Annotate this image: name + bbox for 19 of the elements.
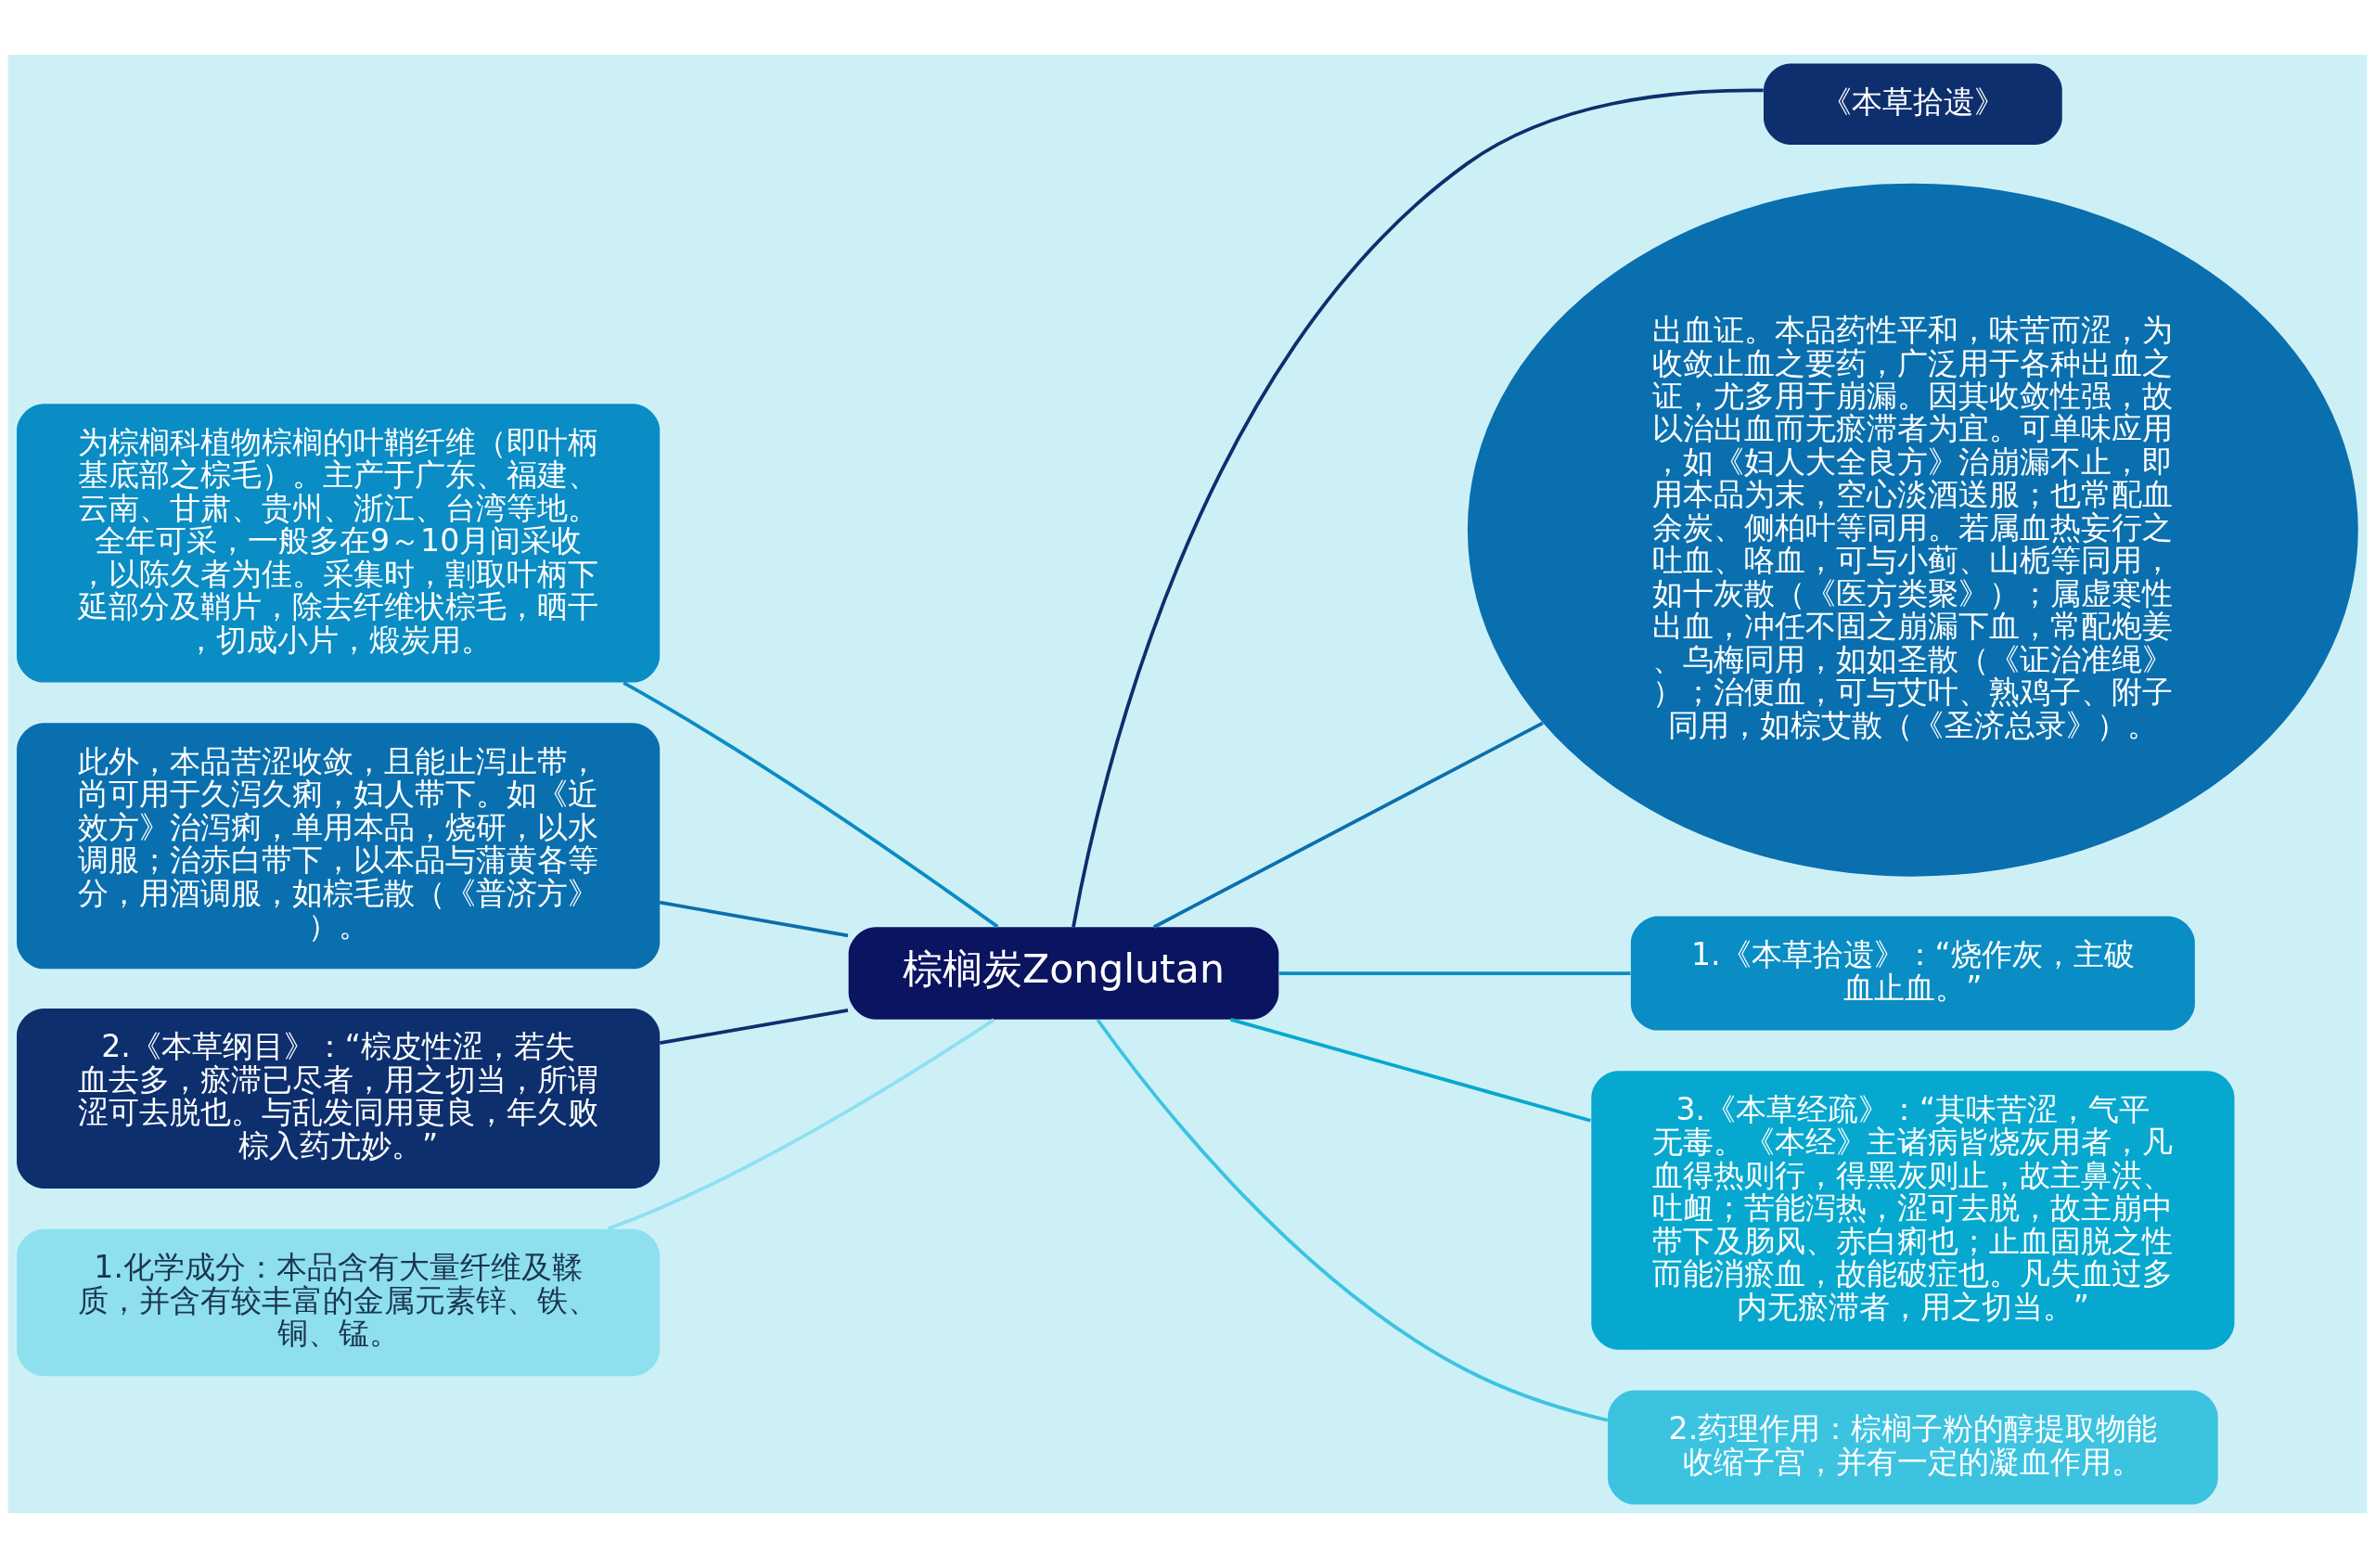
node-box: 3.《本草经疏》：“其味苦涩，气平无毒。《本经》主诸病皆烧灰用者，凡血得热则行，得黑灰则止，故主鼻洪、吐衄；苦能泻热，涩可去脱，故主崩中带下及肠风、赤白痢也；止血固脱之性而能消瘀血，故能破症也。凡失血过多内无瘀滞者，用之切当。” <box>1591 1071 2235 1350</box>
node-ellipse: 出血证。本品药性平和，味苦而涩，为收敛止血之要药，广泛用于各种出血之证，尤多用于崩漏。因其收敛性强，故以治出血而无瘀滞者为宜。可单味应用，如《妇人大全良方》治崩漏不止，即用本品为末，空心淡酒送服；也常配血余炭、侧柏叶等同用。若属血热妄行之吐血、咯血，可与小蓟、山栀等同用，如十灰散（《医方类聚》）；属虚寒性出血，冲任不固之崩漏下血，常配炮姜、乌梅同用，如如圣散（《证治准绳》）；治便血，可与艾叶、熟鸡子、附子同用，如棕艾散（《圣济总录》）。 <box>1467 183 2358 877</box>
connector <box>1072 88 1764 928</box>
connector <box>623 681 999 929</box>
connector <box>607 1018 995 1231</box>
node-box: 《本草拾遗》 <box>1764 63 2062 145</box>
node-box: 此外，本品苦涩收敛，且能止泻止带，尚可用于久泻久痢，妇人带下。如《近效方》治泻痢，单用本品，烧研，以水调服；治赤白带下，以本品与蒲黄各等分，用酒调服，如棕毛散（《普济方》）。 <box>17 723 661 970</box>
node-box: 1.《本草拾遗》：“烧作灰，主破血止血。” <box>1630 916 2195 1031</box>
node-box: 2.《本草纲目》：“棕皮性涩，若失血去多，瘀滞已尽者，用之切当，所谓涩可去脱也。与乱发同用更良，年久败棕入药尤妙。” <box>17 1008 661 1189</box>
node-box: 1.化学成分：本品含有大量纤维及鞣质，并含有较丰富的金属元素锌、铁、铜、锰。 <box>17 1228 661 1377</box>
connector <box>1278 971 1631 975</box>
node-box: 为棕榈科植物棕榈的叶鞘纤维（即叶柄基底部之棕毛）。主产于广东、福建、云南、甘肃、贵州、浙江、台湾等地。全年可采，一般多在9～10月间采收，以陈久者为佳。采集时，割取叶柄下延部分及鞘片，除去纤维状棕毛，晒干，切成小片，煅炭用。 <box>17 404 661 683</box>
connector <box>1230 1018 1591 1123</box>
connector <box>1152 721 1544 929</box>
connector <box>659 1009 849 1045</box>
connector <box>659 900 849 938</box>
connector <box>1096 1019 1609 1422</box>
node-box: 2.药理作用：棕榈子粉的醇提取物能收缩子宫，并有一定的凝血作用。 <box>1608 1390 2218 1505</box>
node-box: 棕榈炭Zonglutan <box>848 927 1279 1020</box>
